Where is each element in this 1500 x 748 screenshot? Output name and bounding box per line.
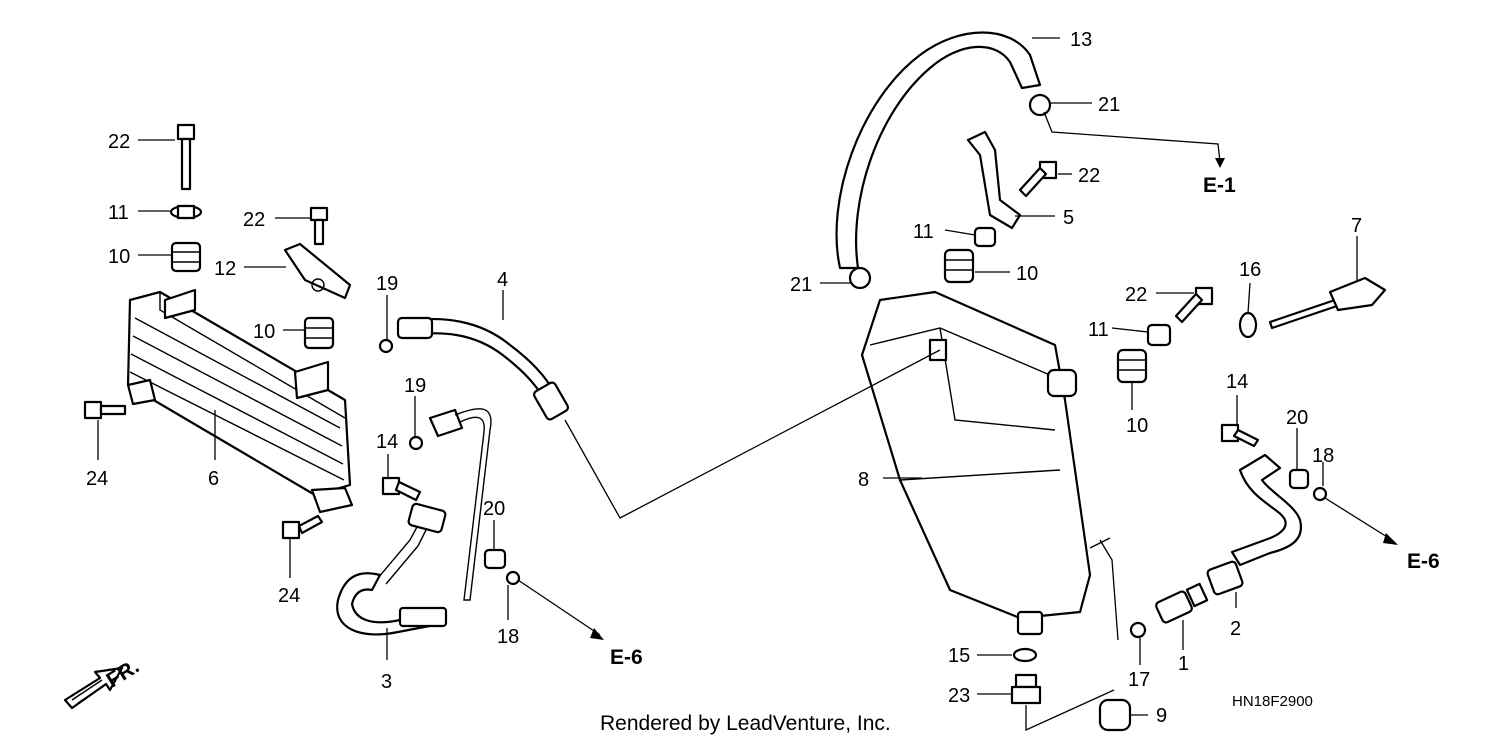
- bolt-22-left: [176, 123, 196, 191]
- bolt-14-left: [381, 476, 422, 502]
- collar-20-right: [1288, 468, 1310, 490]
- bolt-22-mid: [309, 206, 329, 246]
- callout-11: 11: [913, 221, 934, 243]
- rubber-10-right: [1116, 348, 1148, 384]
- callout-13: 13: [1070, 29, 1092, 51]
- callout-14: 14: [1226, 371, 1248, 393]
- bracket-5: [966, 130, 1022, 230]
- callout-11: 11: [108, 202, 129, 224]
- callout-22: 22: [1078, 165, 1100, 187]
- callout-21: 21: [1098, 94, 1120, 116]
- clamp-21-bottom: [848, 266, 872, 290]
- bolt-22-right: [1174, 286, 1214, 324]
- washer-19-top: [378, 338, 394, 354]
- callout-4: 4: [497, 269, 508, 291]
- oil-tank-8: [860, 290, 1092, 636]
- callout-22: 22: [108, 131, 130, 153]
- reference-labels: E-1 E-6 E-6: [610, 174, 1440, 669]
- collar-11-mid: [973, 226, 997, 248]
- bolt-24-top: [83, 400, 127, 420]
- callout-9: 9: [1156, 705, 1167, 727]
- leader-lines: [97, 37, 1393, 732]
- washer-15: [1012, 647, 1038, 663]
- arrowheads: [590, 158, 1398, 640]
- callout-23: 23: [948, 685, 970, 707]
- callout-24: 24: [86, 468, 108, 490]
- callout-3: 3: [381, 671, 392, 693]
- ref-e1: E-1: [1203, 174, 1236, 197]
- ref-e6-right: E-6: [1407, 550, 1440, 573]
- callout-15: 15: [948, 645, 970, 667]
- callout-10: 10: [253, 321, 275, 343]
- cap-9: [1098, 698, 1132, 732]
- washer-18-left: [505, 570, 521, 586]
- callout-24: 24: [278, 585, 300, 607]
- oil-pipe-3: [336, 408, 492, 636]
- callout-10: 10: [108, 246, 130, 268]
- callout-2: 2: [1230, 618, 1241, 640]
- callout-12: 12: [214, 258, 236, 280]
- diagram-code: HN18F2900: [1232, 693, 1313, 710]
- rubber-10-left-bottom: [303, 316, 335, 350]
- callout-10: 10: [1126, 415, 1148, 437]
- collar-11-right: [1146, 323, 1172, 347]
- oil-hose-4: [396, 316, 570, 421]
- callout-14: 14: [376, 431, 398, 453]
- breather-hose-13: [835, 31, 1042, 270]
- callout-22: 22: [243, 209, 265, 231]
- callout-8: 8: [858, 469, 869, 491]
- washer-18-right: [1312, 486, 1328, 502]
- drain-bolt-23: [1010, 673, 1042, 705]
- callout-19: 19: [404, 375, 426, 397]
- ref-e6-left: E-6: [610, 646, 643, 669]
- rubber-10-left-top: [170, 241, 202, 273]
- clamp-21-top: [1028, 93, 1052, 117]
- oil-cooler: [126, 288, 354, 514]
- callout-labels: 22 11 10 22 12 10 24 6 24 19 19 14 4 3 2…: [86, 29, 1362, 727]
- washer-17: [1129, 621, 1147, 639]
- sensor-1: [1155, 582, 1209, 624]
- bolt-22-right-top: [1018, 160, 1058, 198]
- bracket-12: [283, 242, 352, 300]
- callout-5: 5: [1063, 207, 1074, 229]
- callout-20: 20: [483, 498, 505, 520]
- callout-7: 7: [1351, 215, 1362, 237]
- callout-17: 17: [1128, 669, 1150, 691]
- callout-1: 1: [1178, 653, 1189, 675]
- o-ring-16: [1238, 311, 1258, 339]
- dipstick-7: [1268, 276, 1387, 330]
- rubber-10-mid: [943, 248, 975, 284]
- callout-19: 19: [376, 273, 398, 295]
- bolt-14-right: [1220, 423, 1260, 448]
- collar-11-left: [169, 204, 203, 220]
- callout-21: 21: [790, 274, 812, 296]
- washer-19-mid: [408, 435, 424, 451]
- bolt-24-bottom: [281, 514, 324, 540]
- callout-11: 11: [1088, 319, 1109, 341]
- front-arrow-icon: [63, 666, 124, 710]
- hose-2: [1206, 453, 1303, 596]
- callout-18: 18: [1312, 445, 1334, 467]
- callout-20: 20: [1286, 407, 1308, 429]
- callout-16: 16: [1239, 259, 1261, 281]
- credit-text: Rendered by LeadVenture, Inc.: [600, 712, 891, 735]
- callout-10: 10: [1016, 263, 1038, 285]
- collar-20-left: [483, 548, 507, 570]
- callout-6: 6: [208, 468, 219, 490]
- callout-18: 18: [497, 626, 519, 648]
- callout-22: 22: [1125, 284, 1147, 306]
